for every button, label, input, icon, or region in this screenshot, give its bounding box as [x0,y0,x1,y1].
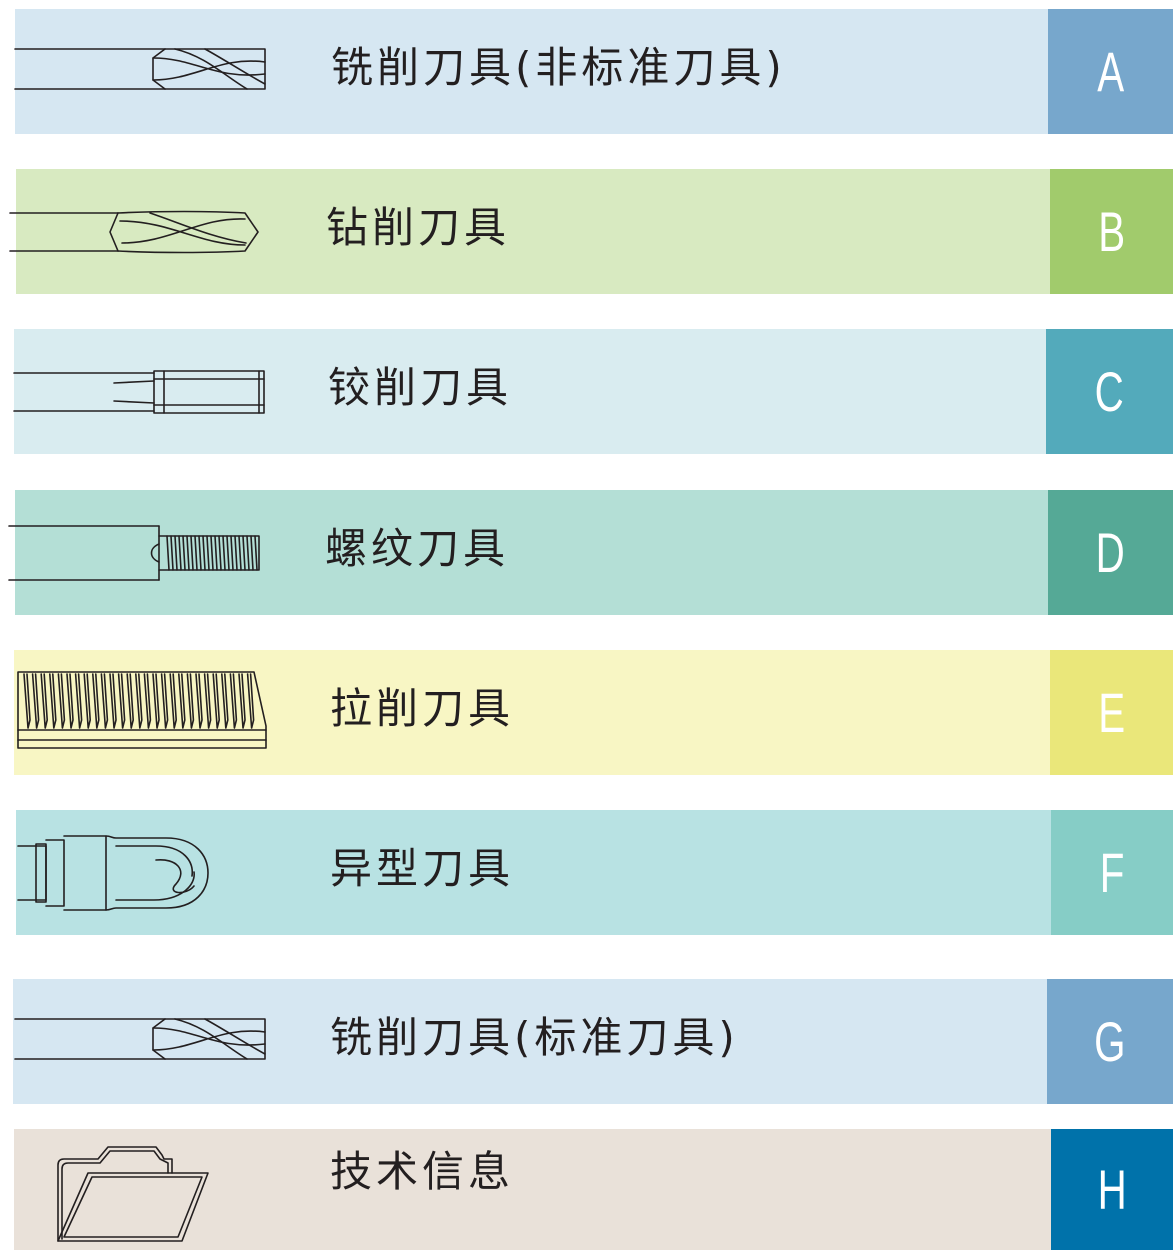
section-tab-e[interactable]: E [1050,650,1173,775]
reamer-icon [13,370,265,414]
category-label: 螺纹刀具 [325,524,510,573]
category-row-broaching[interactable]: 拉削刀具 E [14,650,1173,775]
drill-icon [9,210,259,254]
section-tab-g[interactable]: G [1047,979,1173,1104]
end-mill-icon [14,1018,266,1060]
broach-icon [17,671,267,749]
category-label: 拉削刀具 [330,684,515,733]
category-row-drilling[interactable]: 钻削刀具 B [9,169,1173,294]
ball-nose-cutter-icon [17,835,209,911]
category-row-technical-info[interactable]: 技术信息 H [14,1129,1173,1250]
category-label: 铣削刀具(标准刀具) [330,1013,739,1062]
folder-icon [57,1146,209,1242]
category-row-reaming[interactable]: 铰削刀具 C [13,329,1173,454]
section-tab-a[interactable]: A [1048,9,1173,134]
category-label: 钻削刀具 [326,203,511,252]
category-label: 铣削刀具(非标准刀具) [331,43,786,92]
section-tab-f[interactable]: F [1051,810,1173,935]
category-label: 异型刀具 [330,844,515,893]
section-tab-h[interactable]: H [1051,1129,1173,1250]
section-tab-c[interactable]: C [1046,329,1173,454]
category-row-milling-standard[interactable]: 铣削刀具(标准刀具) G [13,979,1173,1104]
section-tab-d[interactable]: D [1048,490,1173,615]
category-row-milling-nonstandard[interactable]: 铣削刀具(非标准刀具) A [14,9,1173,134]
category-row-special[interactable]: 异型刀具 F [16,810,1173,935]
end-mill-icon [14,48,266,90]
section-tab-b[interactable]: B [1050,169,1173,294]
category-row-threading[interactable]: 螺纹刀具 D [8,490,1173,615]
category-label: 铰削刀具 [328,363,513,412]
tap-icon [8,525,260,581]
category-label: 技术信息 [330,1147,515,1196]
